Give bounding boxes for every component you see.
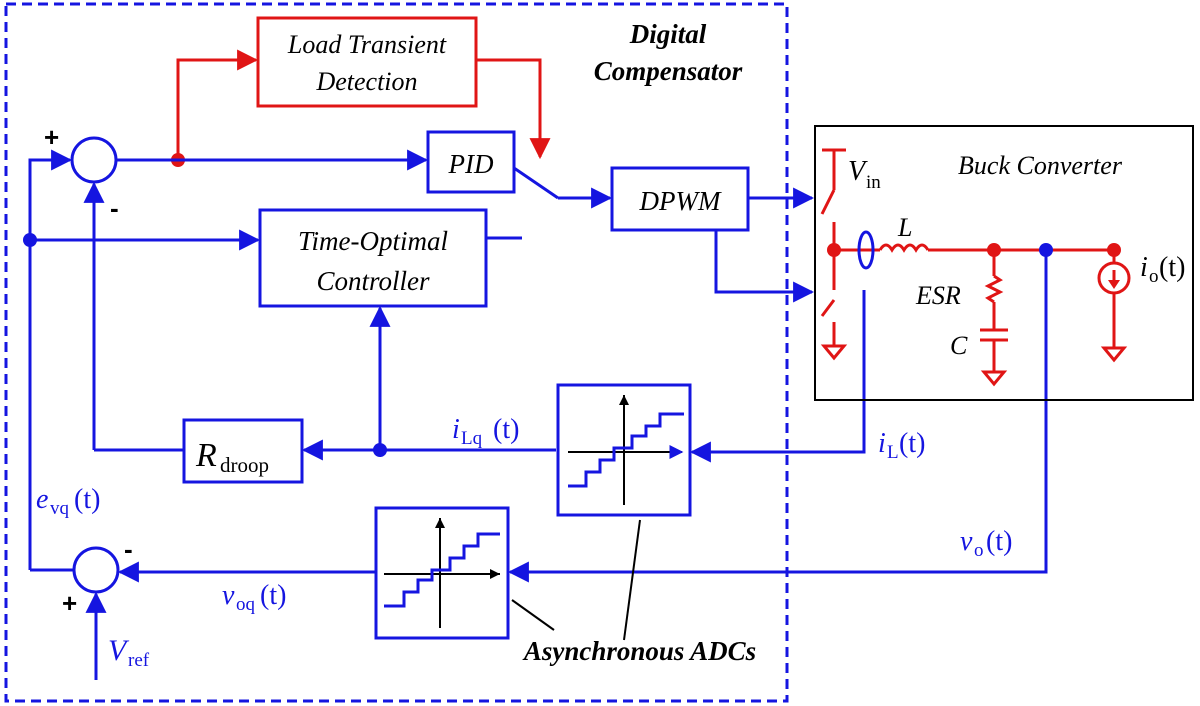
iL-label-main: i — [878, 428, 886, 459]
dpwm-block: DPWM — [610, 166, 750, 232]
evq-label-arg: (t) — [74, 484, 100, 515]
capacitor-label: C — [950, 331, 968, 360]
io-label-sub: o — [1149, 266, 1159, 287]
rdroop-label-main: R — [195, 437, 217, 474]
ltd-label-line2: Detection — [315, 67, 417, 96]
time-optimal-controller-block: Time-Optimal Controller — [258, 208, 488, 308]
top-plus-sign: + — [44, 122, 59, 152]
voq-label-arg: (t) — [260, 580, 286, 611]
mode-switch — [513, 166, 559, 200]
iLq-label-sub: Lq — [461, 428, 483, 449]
buck-power-stage — [820, 148, 1131, 387]
current-sensor — [857, 230, 875, 270]
vref-label-sub: ref — [128, 650, 150, 671]
top-minus-sign: - — [110, 193, 119, 223]
digital-title-line2: Compensator — [594, 56, 743, 86]
evq-label-sub: vq — [50, 498, 70, 519]
top-summing-junction — [70, 136, 118, 184]
pid-label: PID — [448, 149, 494, 179]
voltage-adc-block — [374, 506, 510, 640]
dpwm-low-side-wire — [714, 230, 815, 303]
switch-node — [827, 243, 841, 257]
toc-label-line2: Controller — [316, 266, 430, 296]
adc-pointer-current — [623, 519, 641, 641]
esr-label: ESR — [915, 281, 961, 310]
bottom-summing-junction — [72, 546, 120, 594]
digital-title-line1: Digital — [629, 19, 707, 49]
vin-label-sub: in — [866, 172, 881, 193]
toc-label-line1: Time-Optimal — [298, 226, 448, 256]
error-feedback-wire — [28, 149, 73, 570]
voq-label-sub: oq — [236, 594, 256, 615]
bottom-minus-sign: - — [124, 534, 133, 564]
iL-sense-wire — [689, 290, 866, 463]
bottom-plus-sign: + — [62, 588, 77, 618]
adc-pointer-voltage — [511, 599, 555, 631]
load-transient-detection-block: Load Transient Detection — [256, 16, 478, 108]
ltd-label-line1: Load Transient — [287, 30, 447, 59]
voq-label-main: v — [222, 580, 235, 611]
digital-compensator-boundary — [4, 2, 789, 703]
detect-output-wire — [476, 58, 551, 160]
rdroop-block: R droop — [182, 418, 304, 484]
vo-label-arg: (t) — [986, 526, 1012, 557]
current-source-arrow — [1108, 280, 1120, 289]
vo-sense-wire — [507, 250, 1048, 583]
vo-label-sub: o — [974, 540, 984, 561]
io-label-main: i — [1140, 252, 1148, 283]
vo-label-main: v — [960, 526, 973, 557]
output-node-load — [1107, 243, 1121, 257]
current-adc-block — [556, 383, 692, 517]
evq-label-main: e — [36, 484, 48, 515]
iL-label-arg: (t) — [899, 428, 925, 459]
buck-converter-box — [814, 125, 1194, 401]
iLq-label-arg: (t) — [493, 414, 519, 445]
signal-labels: i Lq (t) i L (t) e vq (t) v oq (t) v o (… — [36, 414, 1012, 671]
io-label-arg: (t) — [1159, 252, 1185, 283]
pid-block: PID — [426, 130, 516, 194]
vo-sense-node — [1039, 243, 1053, 257]
current-branch-node — [373, 443, 387, 457]
vref-label-main: V — [108, 634, 130, 667]
inductor-label: L — [897, 213, 912, 242]
iL-label-sub: L — [887, 442, 899, 463]
iLq-label-main: i — [452, 414, 460, 445]
buck-converter-title: Buck Converter — [958, 151, 1123, 180]
detect-input-wire — [176, 49, 259, 160]
vin-label-main: V — [848, 156, 868, 187]
async-adcs-label: Asynchronous ADCs — [522, 636, 756, 666]
dpwm-label: DPWM — [639, 186, 722, 216]
output-node-cap — [987, 243, 1001, 257]
rdroop-label-sub: droop — [220, 453, 269, 477]
